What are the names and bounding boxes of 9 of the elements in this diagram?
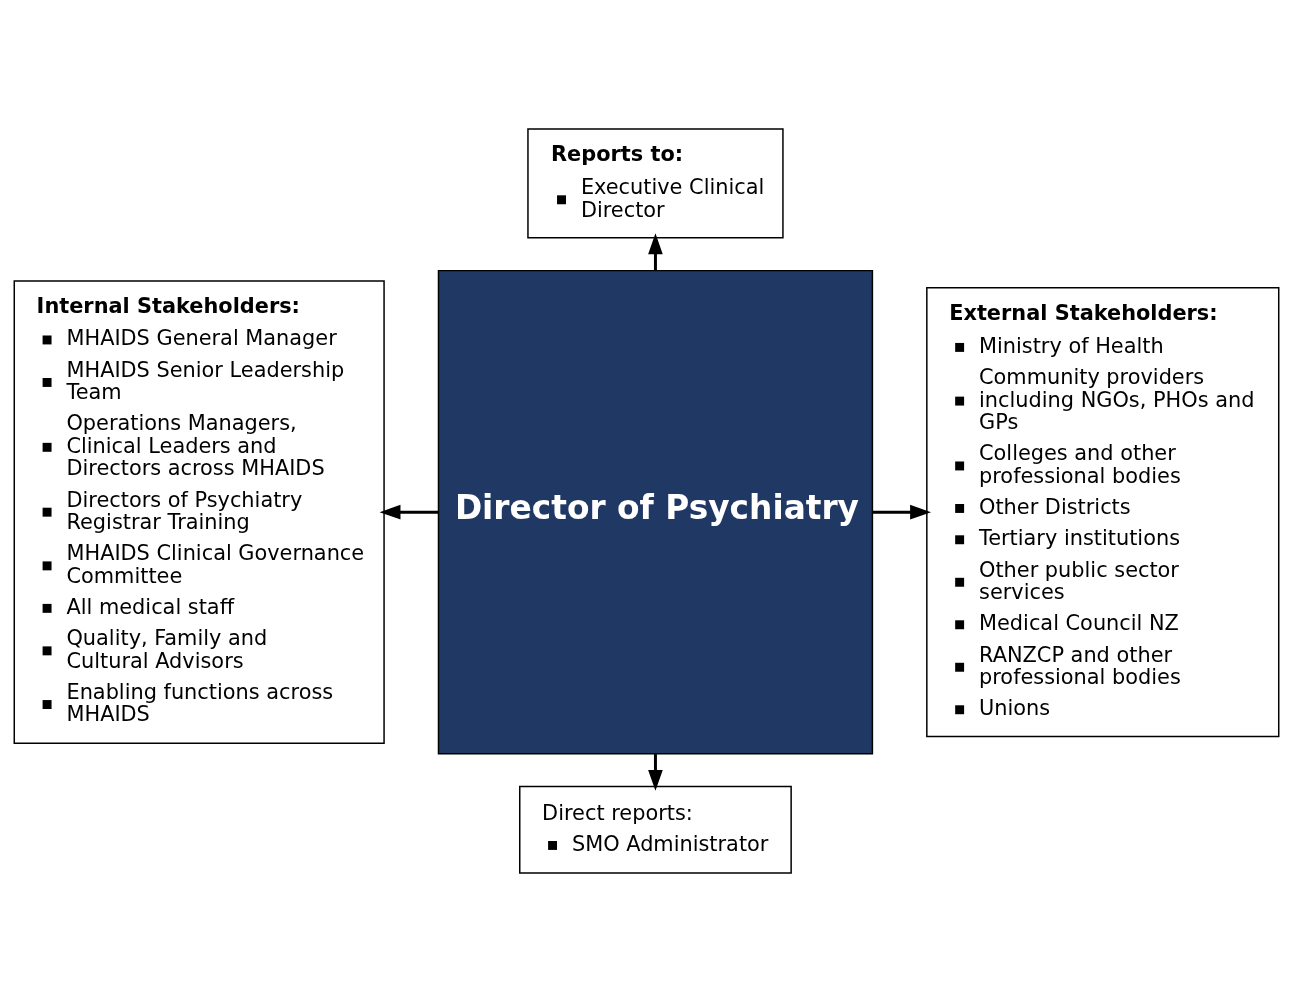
arrow (648, 753, 663, 791)
node-box: Reports to: Executive Clinical Director (527, 127, 784, 239)
arrow (379, 504, 439, 519)
arrow (872, 504, 932, 519)
node-box: External Stakeholders: Ministry of Health Community providers including NGOs, PHOs and GPs Colleges and other professional bodies Other Districts Tertiary institutions Other public sector services Medical Council NZ RANZCP and other professional bodies Unions (926, 286, 1280, 737)
arrow (648, 232, 663, 271)
node-box: Internal Stakeholders: MHAIDS General Manager MHAIDS Senior Leadership Team Operations Managers, Clinical Leaders and Directors across MHAIDS Directors of Psychiatry Registrar Training MHAIDS Clinical Governance Committee All medical staff Quality, Family and Cultural Advisors Enabling functions across MHAIDS (13, 279, 385, 744)
node-box: Direct reports: SMO Administrator (519, 785, 792, 874)
node-box: Director of Psychiatry (437, 269, 874, 754)
